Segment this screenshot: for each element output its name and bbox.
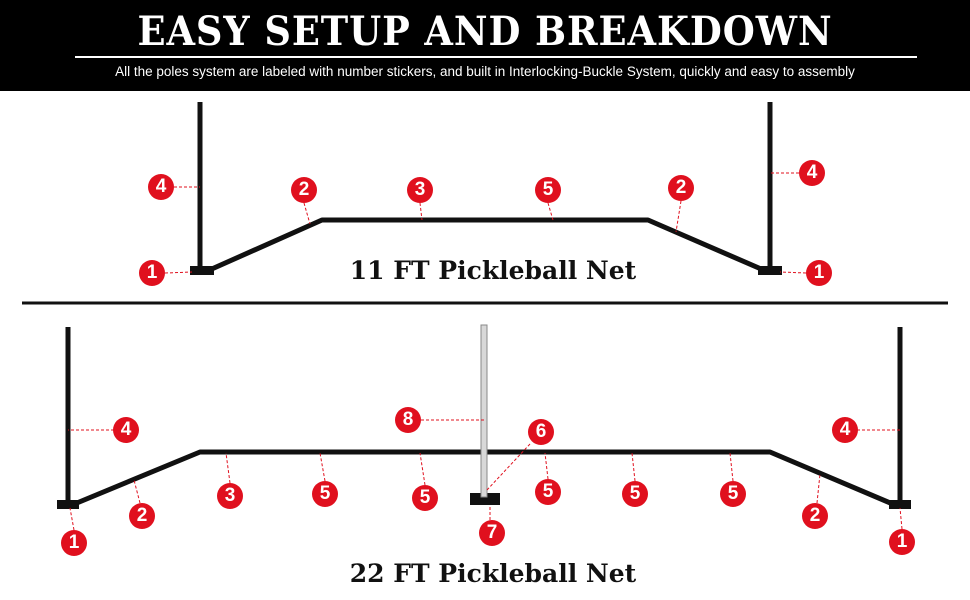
pole-base [758, 266, 782, 275]
center-pole [480, 324, 488, 498]
center-pole-base [470, 493, 500, 505]
part-badge: 3 [407, 177, 433, 203]
part-badge: 1 [61, 530, 87, 556]
part-badge: 6 [528, 419, 554, 445]
part-badge: 5 [535, 177, 561, 203]
part-badge: 2 [802, 503, 828, 529]
part-badge: 4 [148, 174, 174, 200]
part-badge: 5 [720, 481, 746, 507]
bottom-bar-11ft [203, 217, 769, 275]
part-badge: 5 [535, 479, 561, 505]
part-badge: 1 [139, 260, 165, 286]
part-badge: 5 [312, 481, 338, 507]
header-banner: EASY SETUP AND BREAKDOWN All the poles s… [0, 0, 970, 91]
part-badge: 3 [217, 483, 243, 509]
part-badge: 2 [291, 177, 317, 203]
part-badge: 2 [129, 503, 155, 529]
pole-base [190, 266, 214, 275]
page-title: EASY SETUP AND BREAKDOWN [137, 8, 833, 55]
page-subtitle: All the poles system are labeled with nu… [115, 64, 855, 79]
part-badge: 7 [479, 520, 505, 546]
part-badge: 2 [668, 175, 694, 201]
part-badge: 4 [799, 160, 825, 186]
net-22ft-title: 22 FT Pickleball Net [349, 559, 637, 588]
pole-base [889, 500, 911, 509]
part-badge: 5 [412, 485, 438, 511]
pole-base [57, 500, 79, 509]
part-badge: 1 [806, 260, 832, 286]
title-divider [75, 56, 917, 58]
net-11ft-title: 11 FT Pickleball Net [349, 256, 637, 285]
part-badge: 4 [832, 417, 858, 443]
part-badge: 5 [622, 481, 648, 507]
part-badge: 1 [889, 529, 915, 555]
part-badge: 8 [395, 407, 421, 433]
part-badge: 4 [113, 417, 139, 443]
